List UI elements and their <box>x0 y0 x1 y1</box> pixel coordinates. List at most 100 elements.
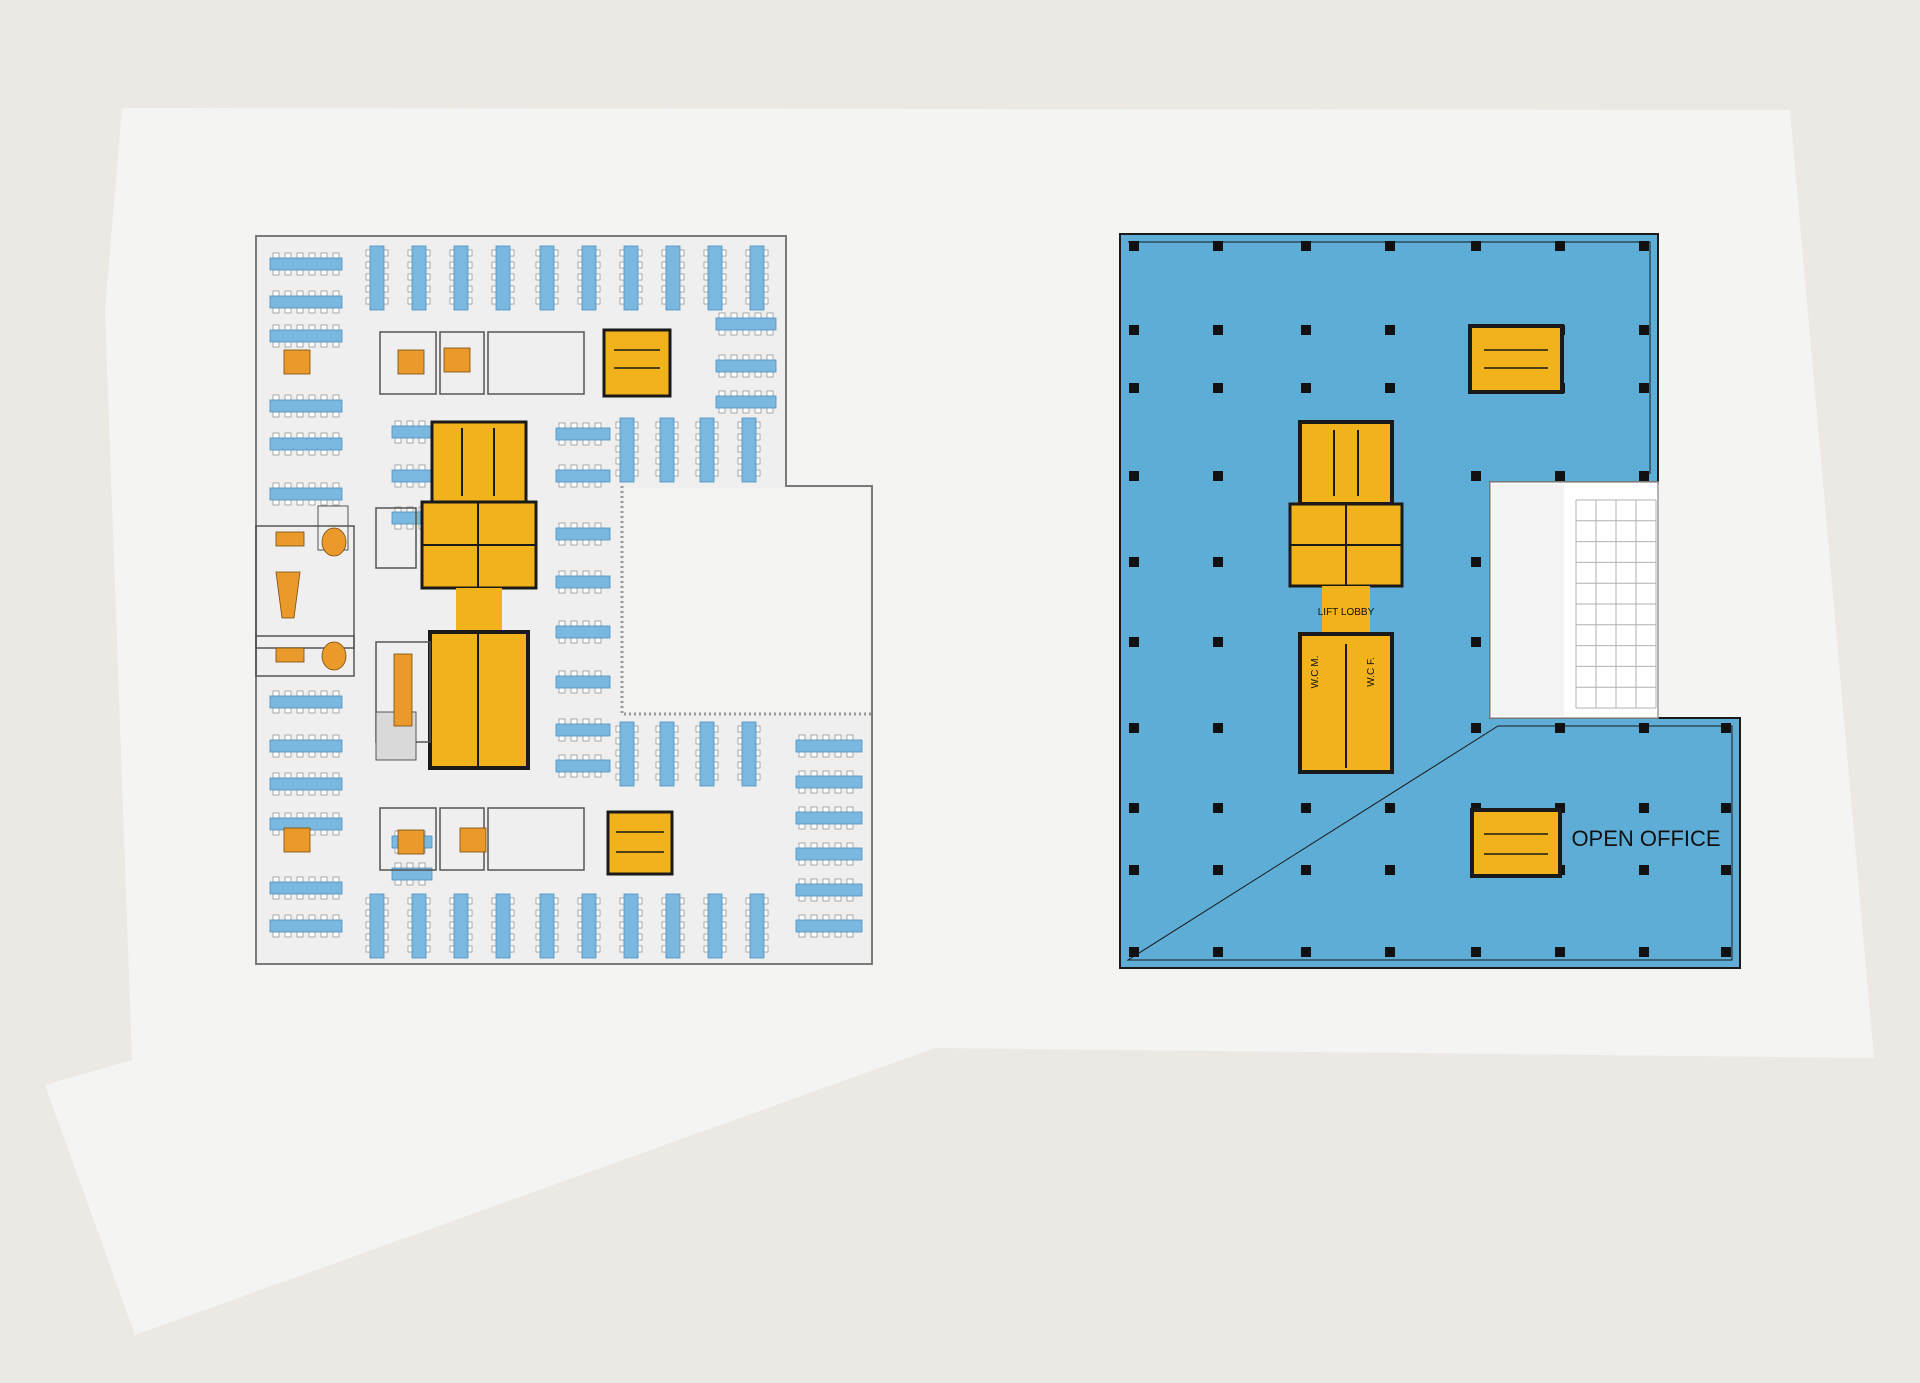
desk-block <box>619 245 643 311</box>
desk-block <box>795 734 863 758</box>
lift-lobby-label: LIFT LOBBY <box>1318 607 1375 618</box>
meeting-table <box>397 349 425 375</box>
desk-block <box>269 914 343 938</box>
desk-block <box>555 670 611 694</box>
desk-block <box>703 245 727 311</box>
furnished-floor-plan <box>255 235 873 965</box>
meeting-table <box>275 647 305 663</box>
desk-block <box>269 772 343 796</box>
desk-block <box>655 417 679 483</box>
structural-column <box>1213 637 1223 647</box>
structural-column <box>1639 947 1649 957</box>
desk-block <box>269 432 343 456</box>
desk-block <box>703 893 727 959</box>
wc-male-label: W.C M. <box>1310 656 1321 689</box>
meeting-table <box>321 641 347 671</box>
desk-block <box>795 878 863 902</box>
structural-column <box>1129 723 1139 733</box>
desk-block <box>737 417 761 483</box>
desk-block <box>269 734 343 758</box>
structural-column <box>1213 723 1223 733</box>
desk-block <box>491 893 515 959</box>
structural-column <box>1721 723 1731 733</box>
structural-column <box>1301 947 1311 957</box>
structural-column <box>1385 241 1395 251</box>
desk-block <box>269 876 343 900</box>
structural-column <box>1129 637 1139 647</box>
structural-column <box>1385 865 1395 875</box>
desk-block <box>555 464 611 488</box>
meeting-table <box>393 653 413 727</box>
structural-column <box>1471 637 1481 647</box>
structural-column <box>1385 947 1395 957</box>
desk-block <box>535 245 559 311</box>
meeting-table <box>443 347 471 373</box>
desk-block <box>449 893 473 959</box>
structural-column <box>1555 241 1565 251</box>
desk-blocks <box>269 245 863 959</box>
structural-column <box>1639 471 1649 481</box>
desk-block <box>269 290 343 314</box>
structural-column <box>1721 803 1731 813</box>
structural-column <box>1129 383 1139 393</box>
meeting-table <box>275 531 305 547</box>
desk-block <box>795 770 863 794</box>
structural-column <box>1129 557 1139 567</box>
structural-column <box>1129 325 1139 335</box>
desk-block <box>365 245 389 311</box>
desk-block <box>555 718 611 742</box>
structural-column <box>1471 723 1481 733</box>
desk-block <box>619 893 643 959</box>
structural-column <box>1639 325 1649 335</box>
desk-block <box>715 312 777 336</box>
desk-block <box>449 245 473 311</box>
desk-block <box>269 482 343 506</box>
structural-column <box>1385 383 1395 393</box>
furnished-notch-edge <box>620 486 872 716</box>
meeting-table <box>283 827 311 853</box>
furnished-floor-slab <box>255 235 873 965</box>
desk-block <box>365 893 389 959</box>
desk-block <box>745 893 769 959</box>
structural-column <box>1129 865 1139 875</box>
desk-block <box>795 842 863 866</box>
structural-column <box>1721 865 1731 875</box>
terrace-area <box>1489 481 1659 719</box>
structural-column <box>1555 947 1565 957</box>
structural-column <box>1555 723 1565 733</box>
desk-block <box>615 417 639 483</box>
structural-column <box>1213 383 1223 393</box>
shell-main-core <box>1288 420 1404 774</box>
desk-block <box>695 417 719 483</box>
meeting-table <box>459 827 487 853</box>
structural-column <box>1555 471 1565 481</box>
structural-column <box>1129 803 1139 813</box>
structural-column <box>1639 865 1649 875</box>
structural-column <box>1639 383 1649 393</box>
desk-block <box>555 422 611 446</box>
core-upper-stairs <box>430 420 528 504</box>
meeting-table <box>397 829 425 855</box>
desk-block <box>555 570 611 594</box>
structural-column <box>1213 557 1223 567</box>
structural-column <box>1471 471 1481 481</box>
structural-column <box>1301 383 1311 393</box>
desk-block <box>737 721 761 787</box>
desk-block <box>555 620 611 644</box>
shell-stair-core-bottom <box>1470 808 1562 878</box>
structural-column <box>1129 471 1139 481</box>
desk-block <box>715 390 777 414</box>
core-lobby <box>456 588 502 632</box>
desk-block <box>615 721 639 787</box>
structural-column <box>1385 803 1395 813</box>
furnished-stair-core-top <box>602 328 672 398</box>
structural-column <box>1471 557 1481 567</box>
desk-block <box>795 806 863 830</box>
open-office-label: OPEN OFFICE <box>1571 826 1720 851</box>
desk-block <box>661 893 685 959</box>
desk-block <box>715 354 777 378</box>
structural-column <box>1301 241 1311 251</box>
meeting-tables <box>275 347 487 855</box>
desk-block <box>391 862 433 886</box>
